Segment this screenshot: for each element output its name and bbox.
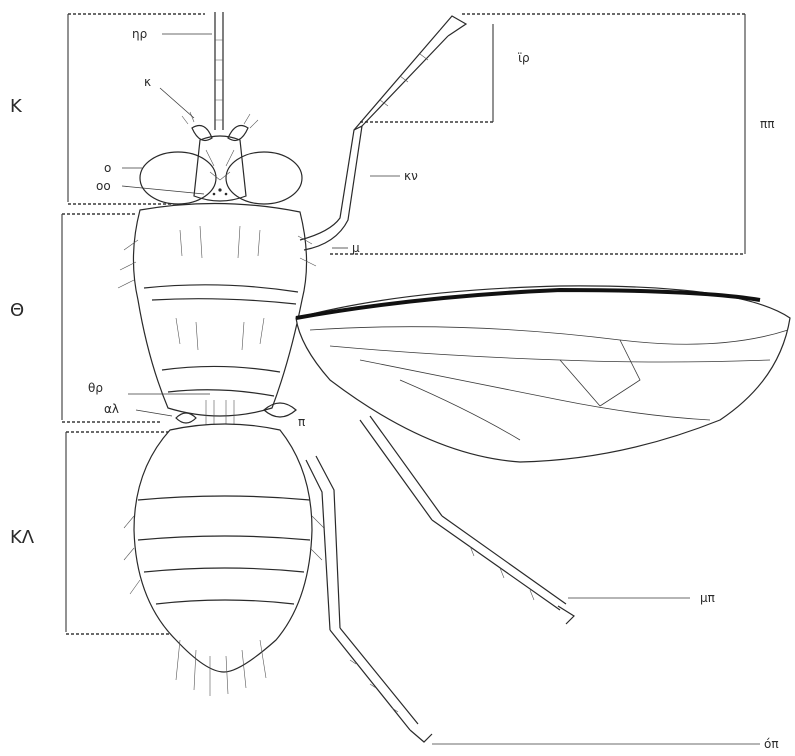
label-alula: αλ — [104, 402, 119, 416]
label-foreleg: ππ — [760, 117, 774, 131]
foreleg-brackets — [330, 14, 745, 254]
thorax — [118, 203, 316, 440]
right-eye — [226, 152, 302, 204]
label-femur: μ — [352, 241, 360, 255]
label-compound-eye: ο — [104, 161, 111, 175]
label-antenna: κ — [144, 75, 151, 89]
label-thorax: Θ — [10, 300, 24, 321]
abdomen — [124, 424, 324, 696]
head — [140, 136, 302, 204]
left-eye — [140, 152, 216, 204]
label-abdomen: ΚΛ — [10, 527, 35, 548]
label-coxa-tibia: κν — [404, 169, 418, 183]
label-arista: ηρ — [132, 27, 147, 41]
label-head: Κ — [10, 96, 23, 117]
label-dorsal-bristle: θρ — [88, 381, 103, 395]
label-tarsus: ϊρ — [518, 51, 530, 65]
label-hind-leg: όπ — [764, 737, 779, 751]
label-middle-leg: μπ — [700, 591, 715, 605]
label-haltere: π — [298, 415, 305, 429]
label-ocelli: οο — [96, 179, 111, 193]
antennae — [182, 12, 258, 140]
wing — [296, 286, 790, 462]
